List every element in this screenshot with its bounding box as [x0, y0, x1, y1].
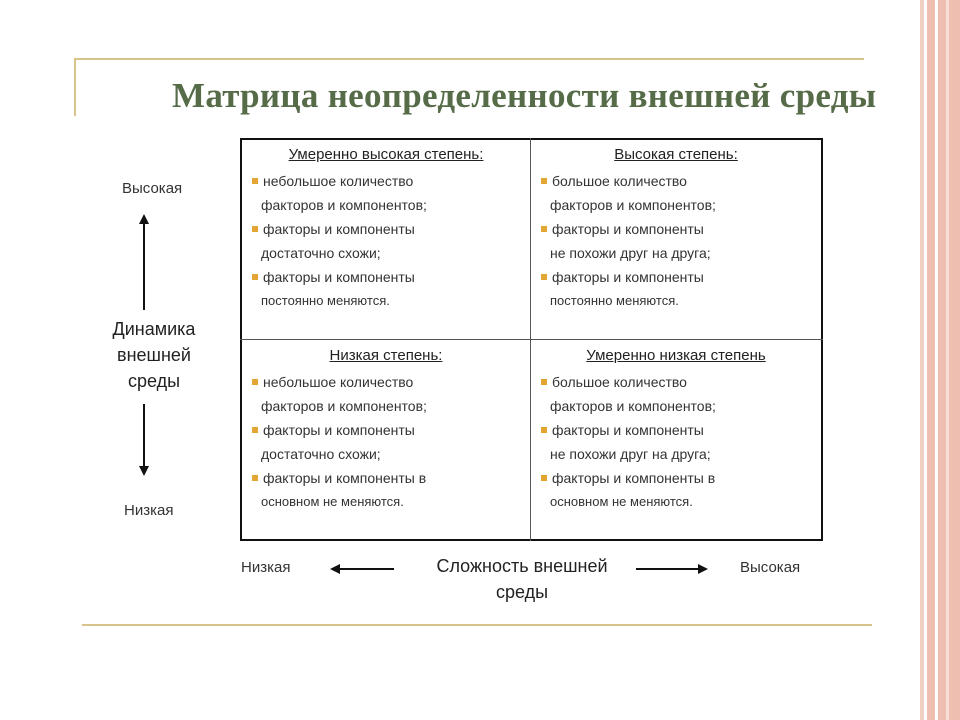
side-stripe [938, 0, 960, 720]
frame-line-left [74, 58, 76, 116]
bullet-icon [541, 178, 547, 185]
x-axis-high-label: Высокая [740, 559, 801, 576]
side-stripe [927, 0, 935, 720]
arrow-left-icon [330, 564, 394, 574]
cell-line: постоянно меняются. [550, 293, 679, 308]
cell-heading: Умеренно высокая степень: [288, 146, 484, 163]
cell-bullet-item: факторы и компоненты [252, 221, 415, 237]
cell-line: факторов и компонентов; [261, 197, 427, 213]
cell-heading: Низкая степень: [329, 347, 443, 364]
y-axis-low-label: Низкая [124, 502, 174, 519]
cell-bullet-item: факторы и компоненты [252, 269, 415, 285]
cell-moderately-high: Умеренно высокая степень: небольшое коли… [242, 146, 530, 336]
x-axis-title: Сложность внешней среды [436, 556, 608, 602]
cell-line: постоянно меняются. [261, 293, 390, 308]
matrix-divider-horizontal [240, 339, 823, 340]
bullet-icon [252, 178, 258, 185]
cell-bullet-item: факторы и компоненты [541, 221, 704, 237]
cell-bullet-item: большое количество [541, 374, 687, 390]
bullet-icon [541, 274, 547, 281]
cell-low: Низкая степень: небольшое количество фак… [242, 347, 530, 537]
cell-high: Высокая степень: большое количество факт… [531, 146, 821, 336]
bullet-icon [541, 427, 547, 434]
cell-moderately-low: Умеренно низкая степень большое количест… [531, 347, 821, 537]
cell-bullet-item: факторы и компоненты в [541, 470, 715, 486]
y-axis-title: Динамика внешней среды [112, 319, 196, 391]
bullet-icon [252, 475, 258, 482]
cell-bullet-item: небольшое количество [252, 173, 413, 189]
arrow-right-icon [636, 564, 708, 574]
cell-line: основном не меняются. [261, 494, 404, 509]
side-stripe [920, 0, 924, 720]
cell-line: факторов и компонентов; [261, 398, 427, 414]
bullet-icon [252, 427, 258, 434]
frame-line-top [74, 58, 864, 60]
slide-title: Матрица неопределенности внешней среды [172, 76, 877, 115]
cell-heading: Умеренно низкая степень [586, 347, 766, 364]
cell-line: не похожи друг на друга; [550, 245, 711, 261]
arrow-up-icon [139, 214, 149, 310]
cell-line: основном не меняются. [550, 494, 693, 509]
bullet-icon [541, 226, 547, 233]
cell-bullet-item: факторы и компоненты [541, 422, 704, 438]
bullet-icon [252, 274, 258, 281]
x-axis-low-label: Низкая [241, 559, 291, 576]
arrow-down-icon [139, 404, 149, 476]
bullet-icon [541, 475, 547, 482]
cell-bullet-item: факторы и компоненты в [252, 470, 426, 486]
cell-bullet-item: небольшое количество [252, 374, 413, 390]
cell-line: факторов и компонентов; [550, 398, 716, 414]
bullet-icon [541, 379, 547, 386]
frame-line-bottom [82, 624, 872, 626]
cell-line: факторов и компонентов; [550, 197, 716, 213]
cell-bullet-item: факторы и компоненты [541, 269, 704, 285]
bullet-icon [252, 379, 258, 386]
bullet-icon [252, 226, 258, 233]
cell-line: достаточно схожи; [261, 245, 381, 261]
cell-bullet-item: большое количество [541, 173, 687, 189]
y-axis-high-label: Высокая [122, 180, 183, 197]
side-stripe [946, 0, 949, 720]
cell-line: не похожи друг на друга; [550, 446, 711, 462]
cell-bullet-item: факторы и компоненты [252, 422, 415, 438]
cell-line: достаточно схожи; [261, 446, 381, 462]
cell-heading: Высокая степень: [614, 146, 738, 163]
